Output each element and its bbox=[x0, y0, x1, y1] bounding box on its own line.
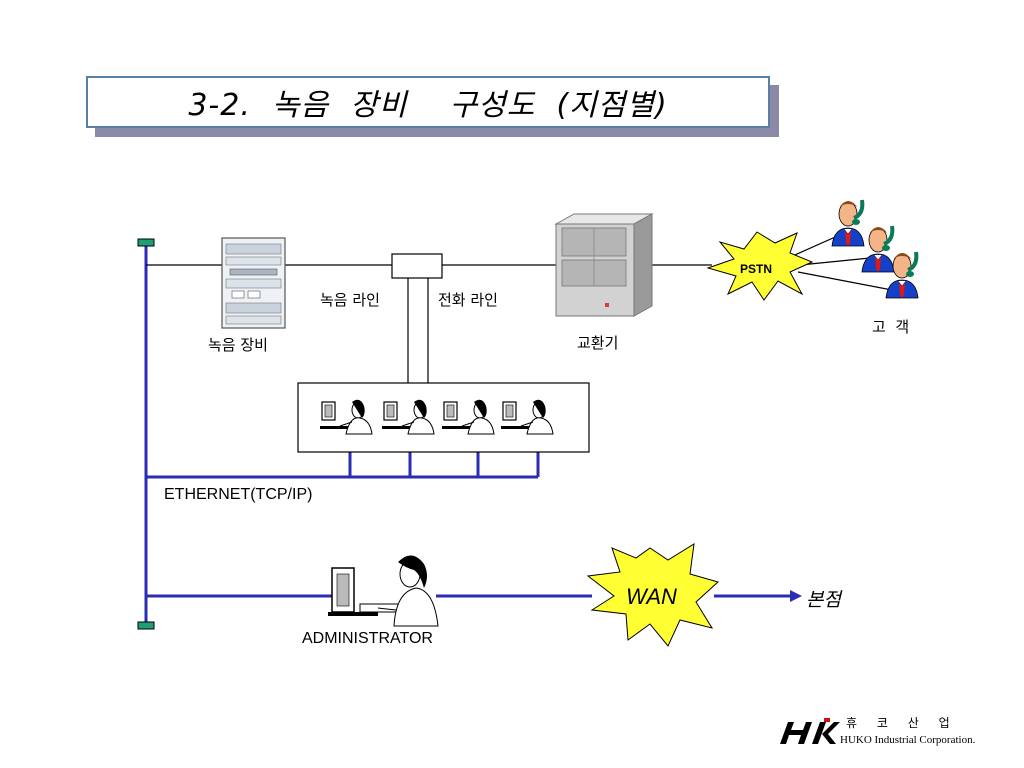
page-title: 3-2. 녹음 장비 구성도 (지점별) bbox=[188, 88, 668, 123]
pstn-label: PSTN bbox=[740, 262, 773, 276]
server-rack-icon bbox=[221, 237, 286, 329]
top-connector-icon bbox=[137, 238, 155, 247]
admin-workstation-icon bbox=[328, 555, 439, 627]
customer-phone-icon bbox=[830, 198, 920, 300]
wan-burst-icon bbox=[586, 543, 720, 647]
recorder-label: 녹음 장비 bbox=[208, 336, 268, 354]
phone-line bbox=[146, 233, 893, 383]
administrator-label: ADMINISTRATOR bbox=[302, 630, 433, 647]
company-name-english: HUKO Industrial Corporation. bbox=[840, 734, 976, 746]
ethernet-label: ETHERNET(TCP/IP) bbox=[164, 486, 313, 503]
bottom-connector-icon bbox=[137, 621, 155, 630]
phone-line-label: 전화 라인 bbox=[438, 291, 498, 309]
head-office-label: 본점 bbox=[806, 589, 841, 611]
title-box: 3-2. 녹음 장비 구성도 (지점별) bbox=[86, 76, 770, 128]
wan-label: WAN bbox=[626, 584, 677, 609]
huko-logo-icon bbox=[780, 718, 840, 744]
pstn-burst-icon bbox=[706, 231, 814, 301]
line-splitter-box bbox=[391, 253, 443, 279]
recording-line-label: 녹음 라인 bbox=[320, 291, 380, 309]
head-office-arrow-icon bbox=[790, 590, 802, 602]
exchange-cabinet-icon bbox=[554, 213, 654, 317]
customers-label: 고 객 bbox=[872, 318, 910, 336]
exchange-label: 교환기 bbox=[577, 334, 619, 352]
company-name-korean: 휴 코 산 업 bbox=[846, 716, 958, 730]
